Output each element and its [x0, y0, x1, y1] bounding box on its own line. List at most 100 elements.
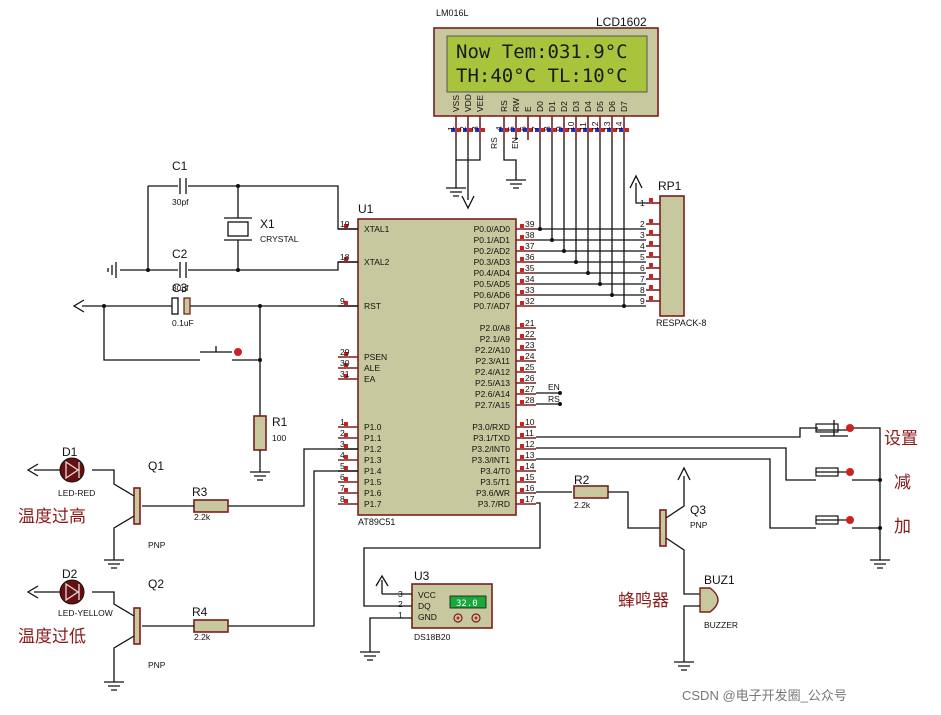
- net-rs: RS: [489, 137, 499, 149]
- mcu-pin-name: PSEN: [364, 352, 387, 362]
- u3-ref: U3: [414, 569, 430, 583]
- q2-part: PNP: [148, 660, 166, 670]
- mcu-pin-name: P0.2/AD2: [474, 246, 511, 256]
- lcd-pin-number: 6: [518, 126, 528, 131]
- mcu-pin-number: 24: [525, 351, 535, 361]
- annotation-buzzer: 蜂鸣器: [618, 591, 669, 611]
- mcu-pin-number: 11: [525, 428, 534, 438]
- u3-pinnum-1: 1: [398, 610, 403, 620]
- buz1-ref: BUZ1: [704, 573, 735, 587]
- net-rs-2: RS: [548, 394, 560, 404]
- mcu-pin-name: P3.2/INT0: [472, 444, 511, 454]
- mcu-pin-number: 6: [340, 472, 345, 482]
- mcu-pin-number: 18: [340, 252, 350, 262]
- mcu-pin-name: P0.7/AD7: [474, 301, 511, 311]
- d1-part: LED-RED: [58, 488, 95, 498]
- lcd-pin-number: 7: [530, 126, 540, 131]
- mcu-pin-number: 21: [525, 318, 535, 328]
- mcu-pin-number: 38: [525, 230, 535, 240]
- mcu-pin-name: P2.2/A10: [475, 345, 510, 355]
- lcd-line-1: Now Tem:031.9°C: [456, 41, 628, 63]
- rp1-part: RESPACK-8: [656, 318, 706, 328]
- q1-part: PNP: [148, 540, 166, 550]
- lcd-pin-name: D2: [559, 101, 569, 112]
- mcu-pin-name: P1.4: [364, 466, 382, 476]
- mcu-pin-number: 15: [525, 472, 535, 482]
- annotation-plus: 加: [894, 517, 911, 537]
- u3-reading: 32.0: [456, 599, 478, 609]
- mcu-pin-name: P3.6/WR: [476, 488, 510, 498]
- d2-part: LED-YELLOW: [58, 608, 113, 618]
- mcu-pin-number: 29: [340, 347, 350, 357]
- mcu-pin-number: 23: [525, 340, 535, 350]
- lcd-pin-number: 13: [602, 121, 612, 131]
- mcu-pin-number: 8: [340, 494, 345, 504]
- lcd-pin-number: 14: [614, 121, 624, 131]
- lcd-module: Now Tem:031.9°C TH:40°C TL:10°C: [433, 27, 659, 117]
- lcd-model: LM016L: [436, 8, 469, 18]
- mcu-pin-name: EA: [364, 374, 376, 384]
- mcu-right-pins: 39P0.0/AD038P0.1/AD137P0.2/AD236P0.3/AD3…: [472, 219, 536, 509]
- buz1-part: BUZZER: [704, 620, 738, 630]
- lcd-pin-number: 12: [590, 121, 600, 131]
- c1-ref: C1: [172, 159, 188, 173]
- mcu-pin-name: P1.5: [364, 477, 382, 487]
- u3-pin-vcc: VCC: [418, 590, 436, 600]
- mcu-pin-name: P1.3: [364, 455, 382, 465]
- r4-value: 2.2k: [194, 632, 211, 642]
- net-en: EN: [510, 137, 520, 149]
- mcu-pin-number: 39: [525, 219, 535, 229]
- lcd-pin-name: D1: [547, 101, 557, 112]
- mcu-pin-number: 16: [525, 483, 535, 493]
- u3-pinnum-2: 2: [398, 599, 403, 609]
- lcd-pin-name: VEE: [475, 95, 485, 112]
- mcu-pin-name: XTAL2: [364, 257, 390, 267]
- mcu-pin-name: P1.0: [364, 422, 382, 432]
- mcu-pin-number: 13: [525, 450, 535, 460]
- lcd-ref: LCD1602: [596, 15, 647, 29]
- c3-value: 0.1uF: [172, 318, 194, 328]
- mcu-pin-name: XTAL1: [364, 224, 390, 234]
- annotation-high: 温度过高: [18, 507, 86, 527]
- lcd-pin-name: D0: [535, 101, 545, 112]
- mcu-pin-number: 34: [525, 274, 535, 284]
- mcu-pin-name: P0.0/AD0: [474, 224, 511, 234]
- lcd-pin-number: 3: [470, 126, 480, 131]
- lcd-pin-number: 9: [554, 126, 564, 131]
- mcu-pin-name: P3.0/RXD: [472, 422, 510, 432]
- q1-ref: Q1: [148, 459, 164, 473]
- u3-pin-gnd: GND: [418, 612, 437, 622]
- mcu-pin-name: P2.4/A12: [475, 367, 510, 377]
- watermark: CSDN @电子开发圈_公众号: [682, 688, 847, 703]
- d1-ref: D1: [62, 445, 78, 459]
- mcu-pin-number: 31: [340, 369, 350, 379]
- mcu-pin-name: P3.5/T1: [480, 477, 510, 487]
- annotation-minus: 减: [894, 473, 911, 493]
- r1-value: 100: [272, 433, 286, 443]
- lcd-pin-name: E: [523, 106, 533, 112]
- mcu-pin-name: P1.7: [364, 499, 382, 509]
- lcd-pin-name: D3: [571, 101, 581, 112]
- lcd-pin-number: 8: [542, 126, 552, 131]
- mcu-pin-number: 22: [525, 329, 535, 339]
- net-en-2: EN: [548, 382, 560, 392]
- data-bus: [536, 140, 646, 308]
- rp1-pin-number: 7: [640, 274, 645, 284]
- mcu-pin-name: P3.1/TXD: [473, 433, 510, 443]
- mcu-pin-name: ALE: [364, 363, 380, 373]
- c2-value: 30pf: [172, 283, 189, 293]
- mcu-pin-name: P1.2: [364, 444, 382, 454]
- lcd-pin-number: 5: [506, 126, 516, 131]
- u3-pin-dq: DQ: [418, 601, 431, 611]
- mcu-pin-number: 4: [340, 450, 345, 460]
- r2-ref: R2: [574, 473, 590, 487]
- lcd-pin-number: 11: [578, 122, 588, 131]
- mcu-pin-number: 28: [525, 395, 535, 405]
- mcu-ref: U1: [358, 202, 374, 216]
- mcu-pin-name: P0.3/AD3: [474, 257, 511, 267]
- annotation-set: 设置: [884, 429, 918, 449]
- mcu-pin-name: P2.5/A13: [475, 378, 510, 388]
